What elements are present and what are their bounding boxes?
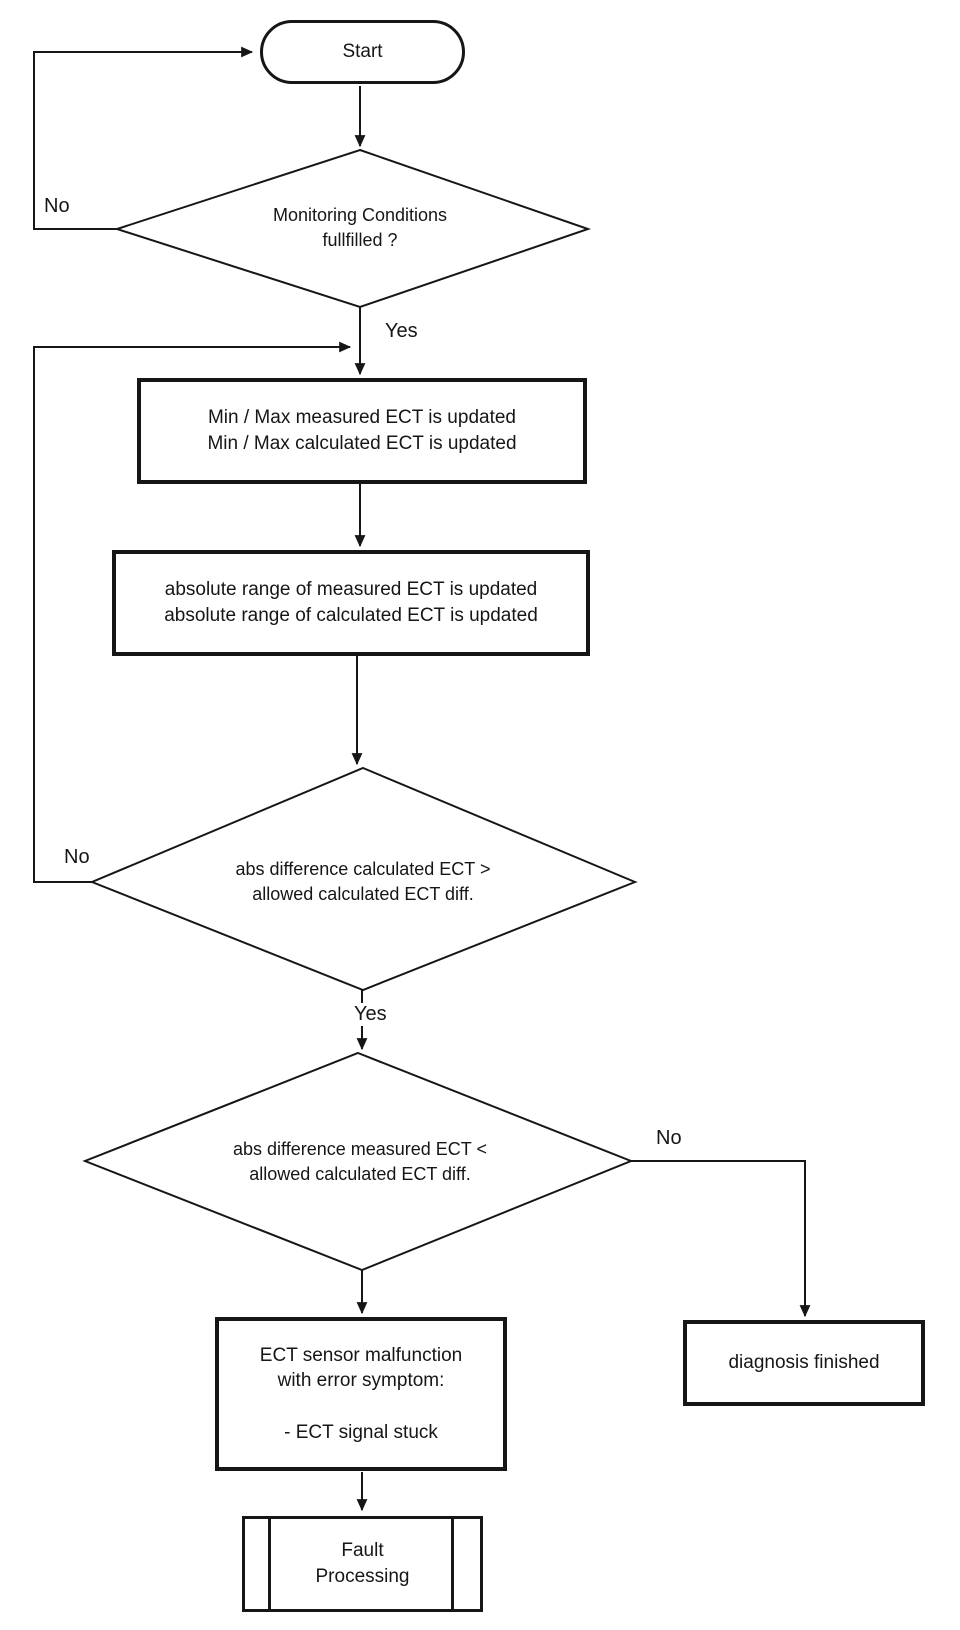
- edge-calcdiff-no-loop: [33, 341, 352, 883]
- node-decision-calcdiff: abs difference calculated ECT > allowed …: [195, 830, 531, 934]
- node-process-minmax: Min / Max measured ECT is updated Min / …: [137, 378, 587, 484]
- decision-calcdiff-label: abs difference calculated ECT > allowed …: [235, 858, 491, 904]
- predefined-process-right-bar: [451, 1519, 454, 1609]
- edge-label-calcdiff-no: No: [62, 846, 92, 869]
- fault-processing-label: Fault Processing: [315, 1540, 410, 1587]
- edge-label-monitoring-no: No: [42, 195, 72, 218]
- decision-monitoring-label: Monitoring Conditions fullfilled ?: [272, 204, 448, 250]
- node-decision-measdiff: abs difference measured ECT < allowed ca…: [192, 1110, 528, 1214]
- node-process-malfunction: ECT sensor malfunction with error sympto…: [215, 1317, 507, 1471]
- predefined-process-left-bar: [268, 1519, 271, 1609]
- node-diagnosis-finished: diagnosis finished: [683, 1320, 925, 1406]
- edge-label-measdiff-no: No: [654, 1127, 684, 1150]
- decision-measdiff-shape: [82, 1051, 634, 1272]
- decision-calcdiff-shape: [89, 766, 638, 992]
- process-absrange-label: absolute range of measured ECT is update…: [164, 579, 538, 626]
- edge-monitoring-no-loop: [33, 46, 254, 230]
- edge-label-monitoring-yes: Yes: [383, 320, 420, 343]
- node-fault-processing: Fault Processing: [242, 1516, 483, 1612]
- process-minmax-label: Min / Max measured ECT is updated Min / …: [207, 407, 517, 454]
- decision-measdiff-label: abs difference measured ECT < allowed ca…: [233, 1138, 487, 1184]
- node-start-label: Start: [342, 41, 383, 63]
- edge-label-calcdiff-yes: Yes: [352, 1003, 389, 1026]
- decision-monitoring-shape: [113, 148, 592, 309]
- node-process-absrange: absolute range of measured ECT is update…: [112, 550, 590, 656]
- node-start: Start: [260, 20, 465, 84]
- process-malfunction-label: ECT sensor malfunction with error sympto…: [259, 1344, 463, 1443]
- diagnosis-finished-label: diagnosis finished: [728, 1352, 880, 1374]
- node-decision-monitoring: Monitoring Conditions fullfilled ?: [200, 178, 520, 278]
- edge-measdiff-no: [631, 1160, 811, 1318]
